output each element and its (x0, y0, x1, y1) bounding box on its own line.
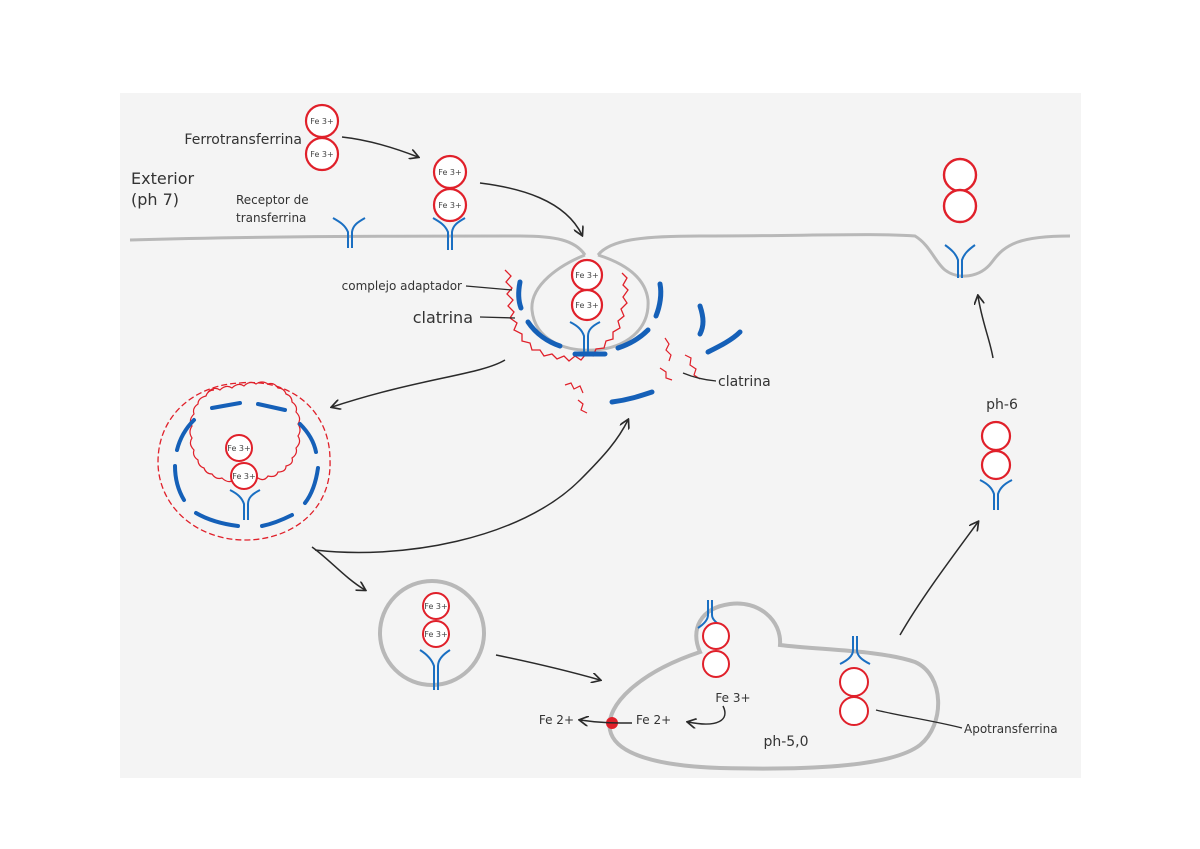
label-exterior: Exterior (131, 169, 195, 188)
transferrin-receptor-bound (432, 217, 466, 250)
clathrin-coat-pit (516, 279, 743, 405)
label-receptor-2: transferrina (236, 211, 306, 225)
coated-vesicle-scallops (189, 381, 301, 483)
receptor-in-vesicle (229, 489, 261, 520)
fe3-label: Fe 3+ (438, 201, 461, 210)
clathrin-coat-vesicle (173, 401, 320, 528)
adapter-complex (504, 269, 629, 362)
receptor-endosome-right (839, 636, 871, 665)
fe3-label: Fe 3+ (310, 150, 333, 159)
apotransferrina-endosome-right (839, 667, 869, 726)
coated-vesicle-adapter (157, 381, 331, 541)
fe3-label: Fe 3+ (227, 444, 250, 453)
ferrotransferrina-in-pit (570, 258, 604, 322)
fe3-label: Fe 3+ (575, 301, 598, 310)
fe3-label: Fe 3+ (310, 117, 333, 126)
receptor-uncoated-vesicle (419, 649, 451, 690)
shed-adapter-fragments (564, 337, 701, 414)
apotransferrina-endosome-top (702, 622, 730, 678)
label-ferrotransferrina: Ferrotransferrina (184, 132, 302, 148)
ferrotransferrina-free (304, 103, 340, 172)
uncoated-vesicle (378, 579, 486, 687)
transferrin-receptor-empty (332, 217, 366, 248)
fe3-label: Fe 3+ (438, 168, 461, 177)
label-ph6: ph-6 (986, 397, 1018, 413)
flow-arrows (311, 136, 994, 724)
label-clatrina-left: clatrina (413, 308, 473, 327)
label-exterior-ph: (ph 7) (131, 190, 179, 209)
plasma-membrane-left (129, 234, 587, 256)
leader-lines (465, 285, 963, 729)
label-clatrina-right: clatrina (718, 374, 771, 390)
label-fe2-left: Fe 2+ (539, 713, 574, 727)
fe3-label: Fe 3+ (424, 630, 447, 639)
label-receptor-1: Receptor de (236, 193, 309, 207)
receptor-in-pit (569, 321, 601, 352)
receptor-recycled-membrane (944, 244, 976, 278)
fe3-label: Fe 3+ (232, 472, 255, 481)
fe3-label: Fe 3+ (424, 602, 447, 611)
label-complejo-adaptador: complejo adaptador (342, 279, 462, 293)
endosome (607, 601, 941, 771)
ferrotransferrina-bound (432, 154, 468, 223)
apotransferrina-released (942, 157, 978, 224)
label-fe2-right: Fe 2+ (636, 713, 671, 727)
ferrotransferrina-in-vesicle (225, 434, 258, 490)
fe3-label: Fe 3+ (575, 271, 598, 280)
receptor-recycling (979, 479, 1013, 510)
label-ph5: ph-5,0 (763, 734, 808, 750)
label-apotransferrina: Apotransferrina (964, 722, 1058, 736)
apotransferrina-recycling (980, 420, 1012, 481)
ferrotransferrina-uncoated-vesicle (422, 592, 450, 648)
plasma-membrane-right (596, 233, 1071, 278)
label-fe3-release: Fe 3+ (715, 691, 750, 705)
